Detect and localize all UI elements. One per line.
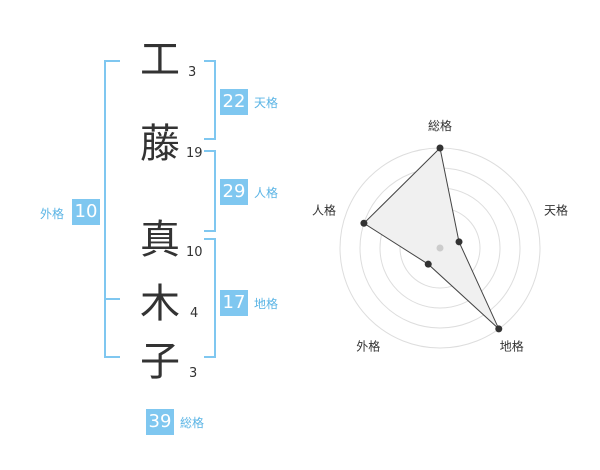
- jinkaku-value: 29: [220, 179, 248, 205]
- chikaku-value: 17: [220, 290, 248, 316]
- gaikaku-bracket-mid: [104, 298, 120, 300]
- gaikaku-bracket-top: [104, 60, 120, 62]
- name-char-5: 子: [140, 339, 180, 385]
- name-char-4: 木: [140, 281, 180, 327]
- radar-axis-label-4: 人格: [312, 202, 336, 217]
- stroke-count-1: 3: [188, 65, 197, 80]
- gaikaku-bracket: [104, 60, 106, 358]
- radar-point-4: [360, 219, 368, 227]
- radar-point-3: [424, 260, 432, 268]
- radar-point-0: [436, 144, 444, 152]
- jinkaku-bracket: [214, 150, 216, 232]
- radar-point-1: [455, 238, 463, 246]
- name-char-2: 藤: [140, 121, 180, 167]
- tenkaku-value: 22: [220, 89, 248, 115]
- name-char-1: 工: [140, 37, 180, 83]
- stroke-count-2: 19: [186, 146, 203, 161]
- chikaku-label: 地格: [254, 297, 279, 311]
- tenkaku-bracket-bottom: [204, 138, 216, 140]
- radar-axis-label-1: 天格: [544, 202, 568, 217]
- radar-polygon: [363, 146, 500, 330]
- gaikaku-bracket-bottom: [104, 356, 120, 358]
- gaikaku-label: 外格: [40, 207, 65, 221]
- chikaku-bracket-top: [204, 238, 216, 240]
- radar-axis-label-3: 外格: [356, 339, 380, 354]
- chikaku-bracket-bottom: [204, 356, 216, 358]
- radar-point-2: [495, 325, 503, 333]
- tenkaku-label: 天格: [254, 96, 279, 110]
- gaikaku-value: 10: [72, 199, 100, 225]
- chikaku-bracket: [214, 238, 216, 358]
- jinkaku-bracket-top: [204, 150, 216, 152]
- radar-points: [360, 144, 503, 333]
- stroke-count-3: 10: [186, 245, 203, 260]
- jinkaku-label: 人格: [254, 186, 279, 200]
- soukaku-label: 総格: [180, 416, 205, 430]
- stroke-count-5: 3: [189, 366, 198, 381]
- stroke-count-4: 4: [190, 306, 199, 321]
- tenkaku-bracket-top: [204, 60, 216, 62]
- radar-axis-label-0: 総格: [428, 118, 452, 133]
- jinkaku-bracket-bottom: [204, 230, 216, 232]
- name-char-3: 真: [140, 217, 180, 263]
- tenkaku-bracket: [214, 60, 216, 140]
- radar-axis-label-2: 地格: [500, 339, 524, 354]
- soukaku-value: 39: [146, 409, 174, 435]
- radar-center-dot: [436, 244, 444, 252]
